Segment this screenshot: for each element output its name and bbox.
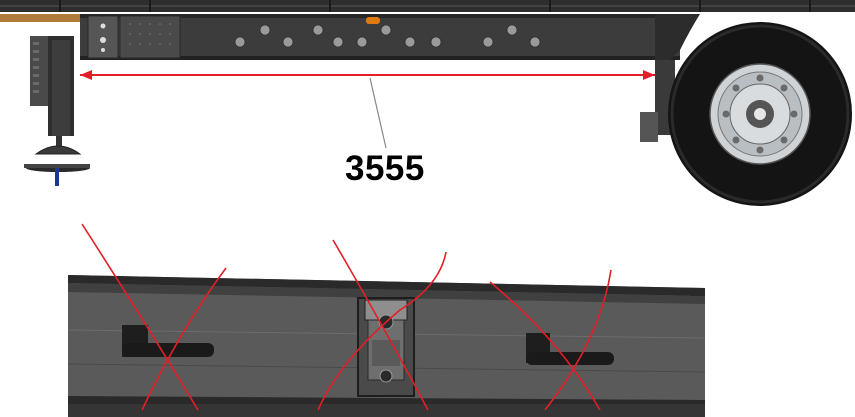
wheel bbox=[668, 22, 852, 206]
cross-out-left bbox=[81, 223, 199, 411]
underside-detail-view bbox=[67, 275, 706, 417]
side-marker-light bbox=[366, 17, 380, 24]
dimension-value: 3555 bbox=[345, 149, 425, 188]
center-bracket bbox=[357, 297, 415, 397]
cross-out-center bbox=[332, 239, 429, 411]
dimension-annotation bbox=[80, 70, 655, 149]
leader-line bbox=[369, 77, 387, 149]
wheel-fender bbox=[655, 14, 700, 60]
trailer-side-view bbox=[0, 0, 855, 206]
cross-out-marks bbox=[81, 223, 612, 411]
wooden-deck bbox=[0, 14, 150, 22]
cross-out-right bbox=[489, 281, 601, 411]
landing-gear bbox=[24, 36, 90, 186]
